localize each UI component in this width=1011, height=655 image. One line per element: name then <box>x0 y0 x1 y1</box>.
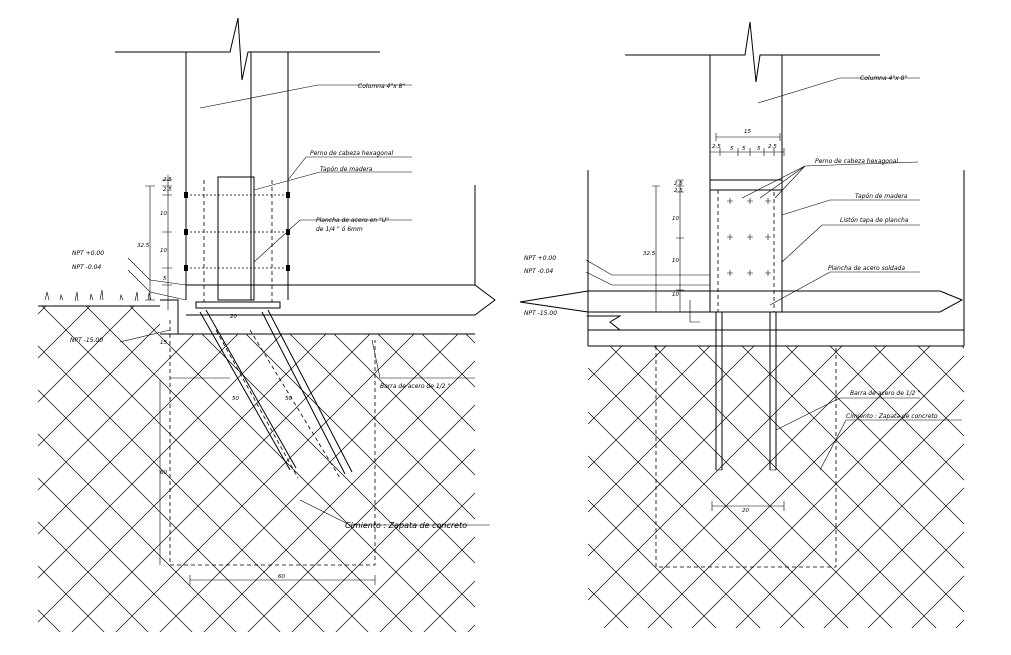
right-footing-outline <box>655 346 837 568</box>
dim-label: 60 <box>160 470 167 476</box>
left-soil-hatch <box>38 306 475 632</box>
label-wood-plug: Tapón de madera <box>855 193 908 200</box>
dim-label: 32.5 <box>137 243 150 249</box>
dim-label: 50 <box>232 396 239 402</box>
bolt-head-icon <box>286 192 290 198</box>
label-bolt: Perno de cabeza hexagonal <box>815 158 898 165</box>
label-footing: Cimiento : Zapata de concreto <box>345 521 467 530</box>
label-npt-mid: NPT -0.04 <box>524 268 553 275</box>
right-wood-plug <box>709 179 783 191</box>
dim-label: 32.5 <box>643 251 656 257</box>
left-break-line <box>115 17 380 81</box>
dim-label: 10 <box>672 216 679 222</box>
label-npt-low: NPT -15.00 <box>524 310 557 317</box>
label-npt-top: NPT +0.00 <box>72 250 104 257</box>
dim-label: 2.5 <box>712 144 721 150</box>
left-column <box>185 52 289 300</box>
dim-label: 10 <box>672 258 679 264</box>
right-floor-slab <box>587 290 964 331</box>
label-npt-mid: NPT -0.04 <box>72 264 101 271</box>
label-plate-2: de 1/4 " ó 6mm <box>316 226 363 233</box>
right-break-left <box>519 290 589 313</box>
label-npt-top: NPT +0.00 <box>524 255 556 262</box>
dim-label: 2.5 <box>674 188 683 194</box>
left-detail: 2.5 2.5 10 10 32.5 5 20 50 50 15 60 60 C… <box>38 17 496 632</box>
right-dimensions <box>652 133 785 511</box>
label-footing: Cimiento : Zapata de concreto <box>846 413 938 420</box>
bolt-head-icon <box>286 229 290 235</box>
dim-label: 15 <box>160 340 167 346</box>
dim-label: 5 <box>163 276 167 282</box>
left-grass <box>44 289 152 302</box>
label-bolt: Perno de cabeza hexagonal <box>310 150 393 157</box>
bolt-head-icon <box>184 192 188 198</box>
left-u-plate <box>203 180 273 303</box>
dim-label: 5 <box>742 146 746 152</box>
left-footing-outline <box>169 320 376 566</box>
label-bar: Barra de acero de 1/2 " <box>850 390 920 397</box>
right-bolts <box>727 198 771 276</box>
right-plate-edge <box>689 300 700 323</box>
bolt-head-icon <box>184 229 188 235</box>
label-bar: Barra de acero de 1/2 " <box>380 383 450 390</box>
label-column: Columna 4"x 8" <box>860 75 907 82</box>
right-plate <box>717 190 775 313</box>
left-bolts <box>184 192 290 271</box>
left-dimensions <box>145 175 376 585</box>
dim-label: 50 <box>285 396 292 402</box>
dim-label: 15 <box>744 129 751 135</box>
dim-label: 10 <box>160 248 167 254</box>
left-wood-plug <box>217 176 255 301</box>
dim-label: 5 <box>757 146 761 152</box>
label-strip: Listón tapa de plancha <box>840 217 909 224</box>
dim-label: 20 <box>230 314 237 320</box>
left-floor-slab <box>186 284 496 316</box>
right-detail: 15 2.5 5 5 5 2.5 2.5 2.5 10 10 32.5 10 2… <box>519 21 965 628</box>
left-leaders <box>119 84 490 526</box>
dim-label: 2.5 <box>163 187 172 193</box>
bolt-head-icon <box>184 265 188 271</box>
dim-label: 2.5 <box>163 177 172 183</box>
label-plate: Plancha de acero soldada <box>828 265 905 272</box>
dim-label: 2.5 <box>674 181 683 187</box>
label-wood-plug: Tapón de madera <box>320 166 373 173</box>
dim-label: 2.5 <box>768 144 777 150</box>
right-slab-edge <box>588 315 622 331</box>
bolt-head-icon <box>286 265 290 271</box>
dim-label: 60 <box>278 574 285 580</box>
label-column: Columna 4"x 8" <box>358 83 405 90</box>
dim-label: 20 <box>742 508 749 514</box>
left-base-plate <box>195 301 281 309</box>
right-break-line <box>625 21 880 83</box>
label-npt-low: NPT -15.00 <box>70 337 103 344</box>
dim-label: 5 <box>730 146 734 152</box>
dim-label: 10 <box>160 211 167 217</box>
right-leaders <box>585 77 962 471</box>
label-plate-1: Plancha de acero en "U" <box>316 217 389 224</box>
dim-label: 10 <box>672 292 679 298</box>
left-inclined-bars <box>199 309 353 479</box>
right-bars <box>715 312 777 470</box>
